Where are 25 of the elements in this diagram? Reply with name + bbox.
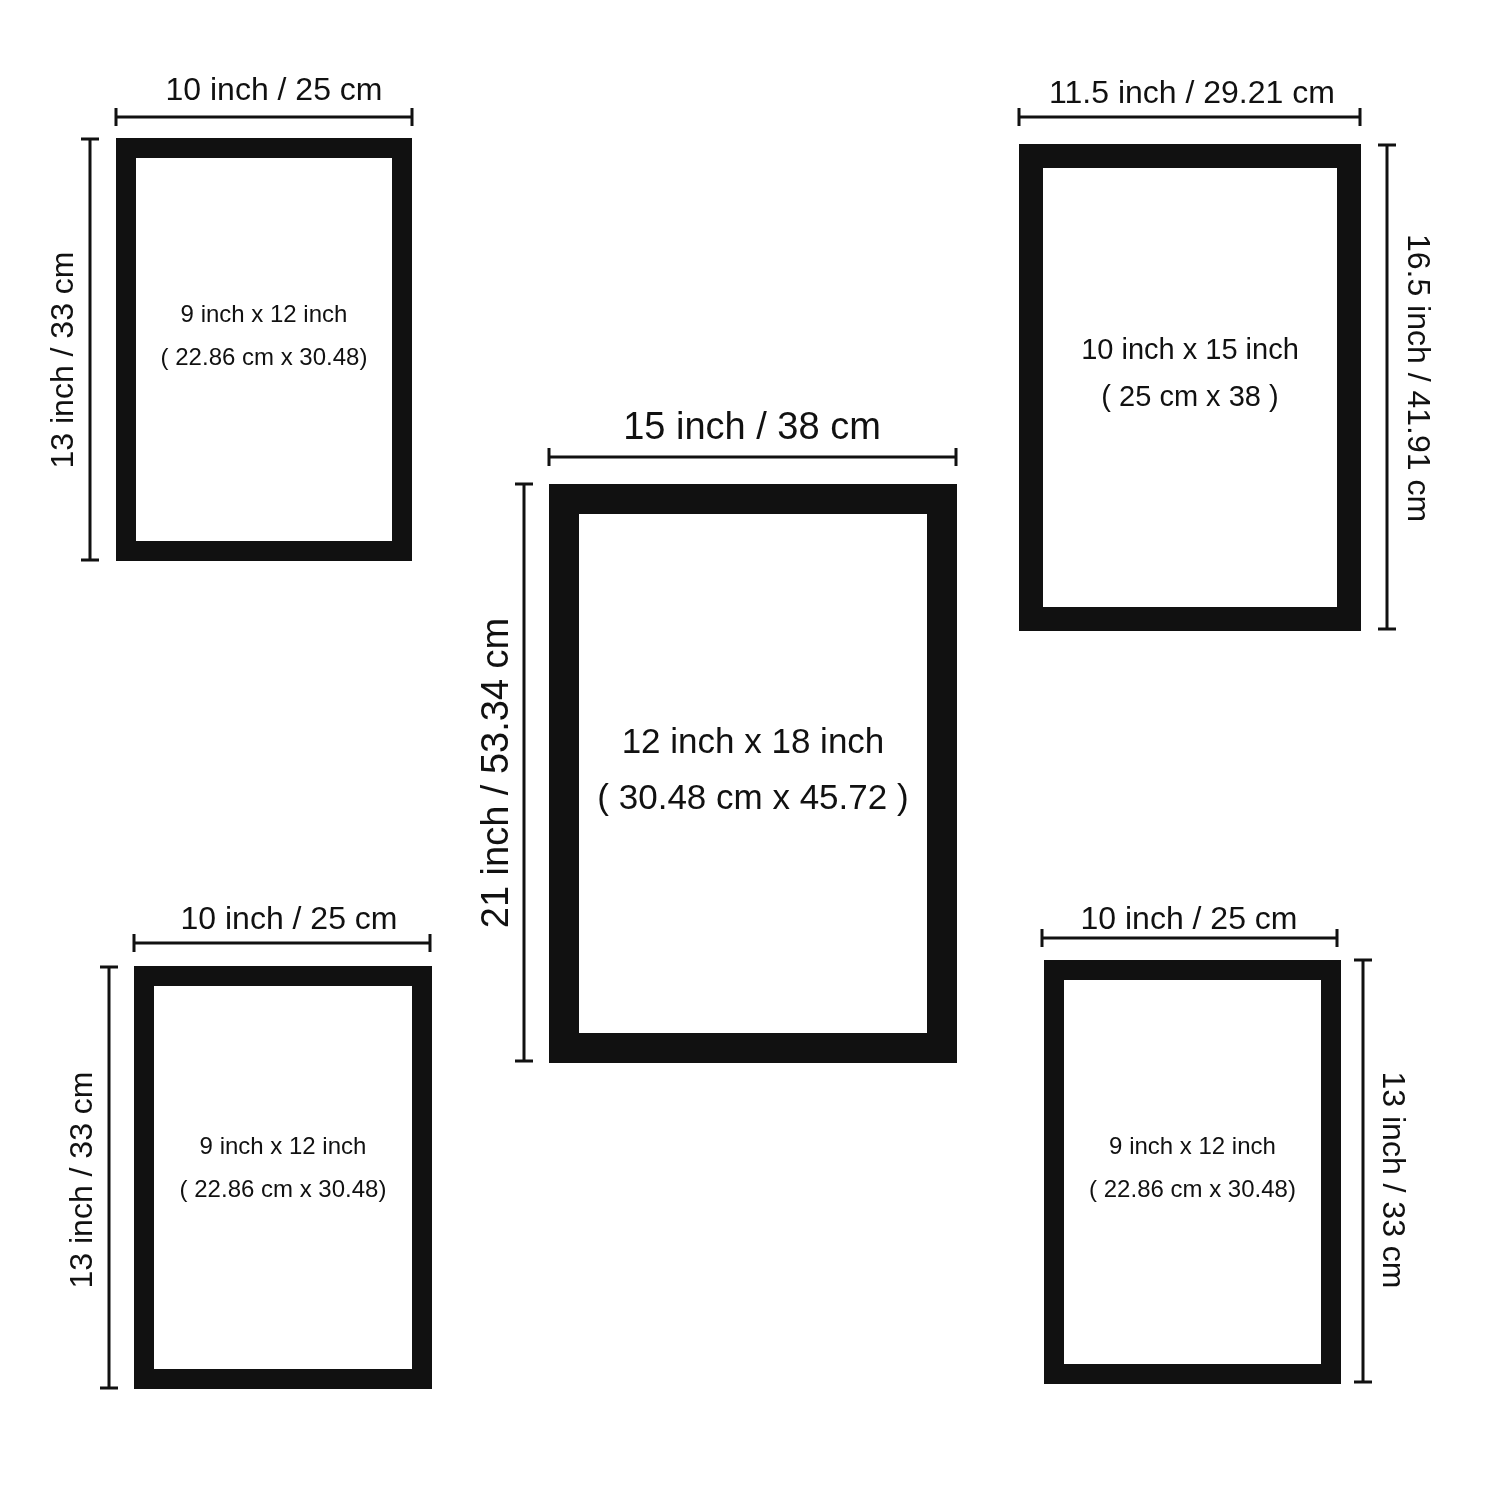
dimension-label: 10 inch / 25 cm [1080,901,1298,937]
dimension-label: 11.5 inch / 29.21 cm [1049,75,1335,111]
size-text: 9 inch x 12 inch [1109,1132,1276,1161]
picture-frame [1019,144,1361,631]
size-text: 12 inch x 18 inch [621,720,885,762]
dimension-label: 13 inch / 33 cm [1375,1071,1411,1289]
size-text: 9 inch x 12 inch [180,300,348,329]
size-text: 10 inch x 15 inch [1081,332,1299,367]
dimension-label: 10 inch / 25 cm [180,901,398,937]
size-text: ( 22.86 cm x 30.48) [179,1174,387,1204]
picture-frame [1044,960,1341,1384]
size-text: 9 inch x 12 inch [199,1132,367,1161]
size-text: ( 30.48 cm x 45.72 ) [597,776,909,818]
size-text: ( 22.86 cm x 30.48) [160,342,368,372]
dimension-label: 15 inch / 38 cm [623,406,881,448]
size-text: ( 25 cm x 38 ) [1101,378,1279,414]
dimension-label: 10 inch / 25 cm [165,72,383,108]
dimension-label: 16.5 inch / 41.91 cm [1400,233,1436,523]
picture-frame [134,966,432,1389]
dimension-label: 13 inch / 33 cm [64,1071,100,1289]
dimension-label: 13 inch / 33 cm [45,251,81,469]
size-text: ( 22.86 cm x 30.48) [1089,1174,1296,1204]
dimension-label: 21 inch / 53.34 cm [475,617,517,929]
picture-frame [549,484,957,1063]
picture-frame [116,138,412,561]
